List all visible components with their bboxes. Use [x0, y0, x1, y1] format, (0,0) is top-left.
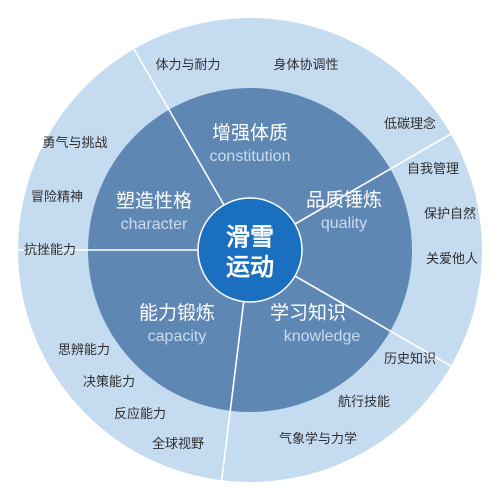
- item-global-vision: 全球视野: [152, 436, 204, 452]
- item-courage: 勇气与挑战: [42, 135, 107, 151]
- item-meteorology: 气象学与力学: [279, 431, 357, 447]
- item-adventure: 冒险精神: [31, 190, 83, 205]
- divider-constitution-character: [133, 48, 225, 206]
- divider-quality-knowledge: [294, 275, 452, 367]
- segment-dividers: [18, 48, 452, 481]
- segment-title-quality: 品质锤炼: [306, 189, 382, 211]
- core-circle: [198, 198, 302, 302]
- item-low-carbon: 低碳理念: [384, 116, 436, 132]
- segment-title-character: 塑造性格: [116, 190, 192, 212]
- item-protect-nature: 保护自然: [424, 206, 476, 222]
- item-reaction: 反应能力: [114, 406, 166, 422]
- segment-subtitle-knowledge: knowledge: [284, 328, 361, 345]
- segment-subtitle-constitution: constitution: [210, 148, 291, 165]
- segment-title-capacity: 能力锻炼: [139, 302, 215, 324]
- item-navigation-skills: 航行技能: [338, 394, 390, 410]
- segment-quality: 品质锤炼 quality 低碳理念 自我管理 保护自然 关爱他人: [306, 116, 478, 267]
- item-resilience: 抗挫能力: [24, 243, 76, 258]
- segment-capacity: 能力锻炼 capacity 思辨能力 决策能力 反应能力 全球视野: [58, 302, 215, 452]
- item-self-management: 自我管理: [407, 162, 459, 177]
- item-coordination: 身体协调性: [273, 57, 338, 73]
- segment-title-constitution: 增强体质: [212, 122, 288, 144]
- segment-constitution: 增强体质 constitution 体力与耐力 身体协调性: [155, 57, 338, 165]
- core-circle-border: [197, 197, 303, 303]
- item-stamina: 体力与耐力: [155, 58, 220, 73]
- segment-title-knowledge: 学习知识: [270, 302, 346, 324]
- divider-constitution-quality: [294, 133, 452, 225]
- segment-subtitle-quality: quality: [321, 215, 367, 232]
- segment-subtitle-character: character: [121, 216, 188, 233]
- item-care-for-others: 关爱他人: [426, 252, 478, 267]
- item-critical-thinking: 思辨能力: [58, 343, 110, 358]
- divider-knowledge-capacity: [220, 301, 245, 481]
- item-decision-making: 决策能力: [83, 374, 135, 390]
- center-title-line1: 滑雪: [226, 223, 274, 251]
- segment-knowledge: 学习知识 knowledge 历史知识 航行技能 气象学与力学: [270, 302, 436, 447]
- center-title-line2: 运动: [226, 253, 274, 281]
- segment-subtitle-capacity: capacity: [148, 328, 207, 345]
- segment-character: 塑造性格 character 勇气与挑战 冒险精神 抗挫能力: [24, 135, 192, 258]
- item-history: 历史知识: [384, 351, 436, 367]
